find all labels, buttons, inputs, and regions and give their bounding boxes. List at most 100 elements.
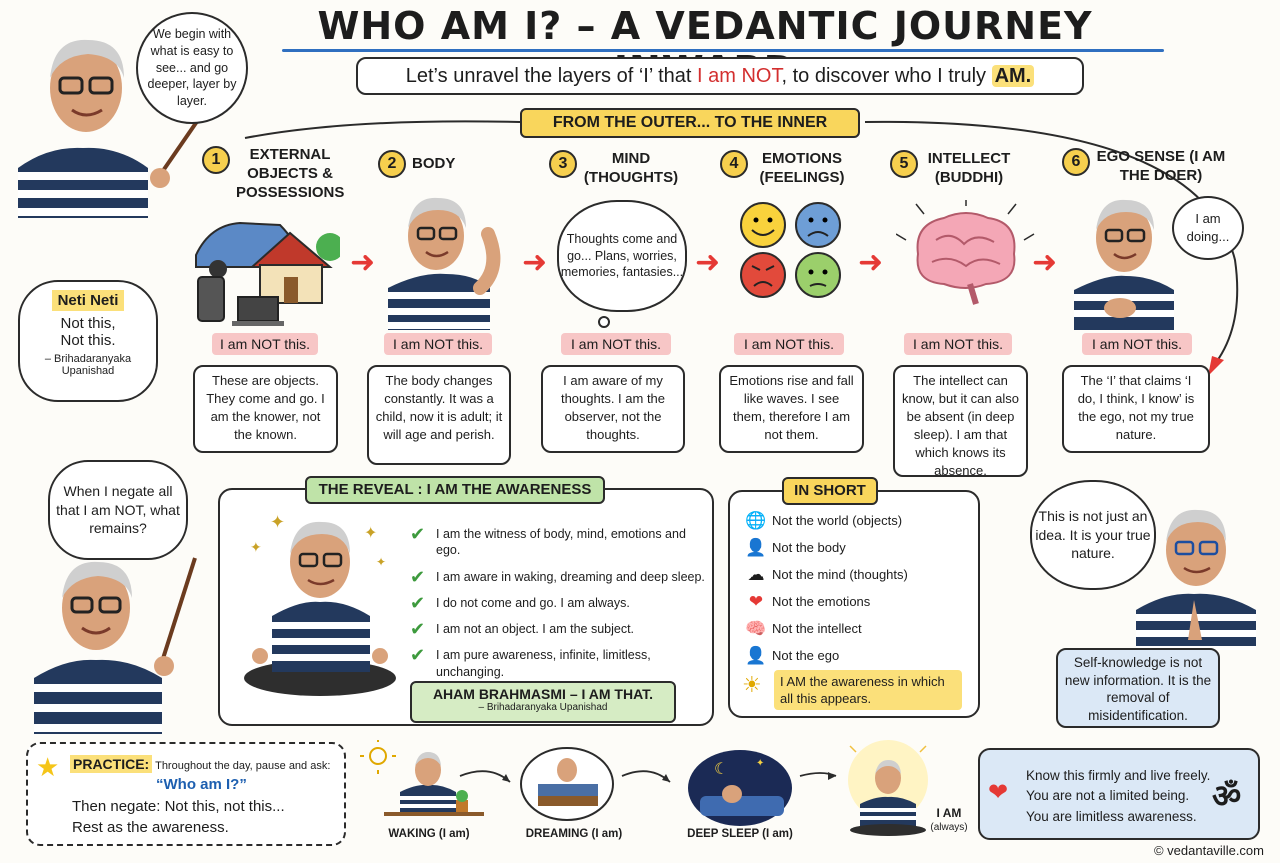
happy-face-icon [740, 202, 786, 248]
step-1-description: These are objects. They come and go. I a… [193, 365, 338, 453]
checkmark-icon: ✔ [410, 592, 426, 613]
cloud-icon: ☁ [747, 564, 765, 584]
in-short-text: Not the world (objects) [772, 513, 903, 528]
mantra-box: AHAM BRAHMASMI – I AM THAT. – Brihadaran… [410, 681, 676, 723]
practice-box [26, 742, 346, 846]
svg-text:✦: ✦ [270, 512, 285, 532]
not-this-label-6: I am NOT this. [1082, 333, 1192, 355]
emotions-illustration [740, 202, 841, 298]
body-flexing-illustration [388, 197, 501, 330]
reveal-item: ✔I am aware in waking, dreaming and deep… [410, 567, 710, 587]
step-5-number: 5 [890, 150, 918, 178]
not-this-label-2: I am NOT this. [384, 333, 492, 355]
subtitle-part: Let’s unravel the layers of ‘I’ that [405, 65, 698, 87]
always-label: (always) [930, 822, 968, 833]
reveal-item-text: I do not come and go. I am always. [436, 595, 630, 610]
in-short-text: Not the mind (thoughts) [772, 567, 908, 582]
in-short-text: Not the ego [772, 648, 840, 663]
waking-label: WAKING (I am) [388, 828, 470, 840]
i-am-label: I AM [936, 806, 962, 820]
step-5-title: INTELLECT (BUDDHI) [927, 150, 1011, 186]
deep-sleep-scene: ☾ ✦ [688, 750, 792, 826]
namaste-person-illustration [1136, 509, 1256, 650]
intro-speech-bubble: We begin with what is easy to see... and… [136, 12, 248, 124]
step-6-title: EGO SENSE (I AM THE DOER) [1096, 148, 1226, 184]
brain-small-icon: 🧠 [745, 618, 767, 638]
arrow-right-icon: ➜ [1032, 246, 1058, 279]
dreaming-label: DREAMING (I am) [525, 828, 623, 840]
subtitle-highlight-not: I am NOT [697, 65, 782, 87]
step-1-title: EXTERNAL OBJECTS & POSSESSIONS [236, 146, 345, 201]
closing-line: Know this firmly and live freely. [1026, 768, 1211, 783]
deep-sleep-label: DEEP SLEEP (I am) [687, 828, 793, 840]
not-this-label-3: I am NOT this. [561, 333, 671, 355]
reveal-item-text: I am not an object. I am the subject. [436, 622, 635, 636]
step-2-title: BODY [412, 155, 456, 172]
possessions-illustration [195, 221, 340, 326]
checkmark-icon: ✔ [410, 645, 426, 666]
laptop-icon [237, 296, 279, 322]
svg-text:☾: ☾ [714, 761, 728, 778]
reveal-item: ✔ I am pure awareness, infinite, limitles… [410, 645, 710, 680]
practice-intro: PRACTICE: Throughout the day, pause and … [70, 755, 342, 773]
step-5-header: 5 INTELLECT (BUDDHI) [890, 150, 1060, 188]
step-1-number: 1 [202, 146, 230, 174]
neti-line2: Not this. [60, 332, 116, 349]
thought-cloud: Thoughts come and go... Plans, worries, … [557, 200, 687, 312]
self-knowledge-box: Self-knowledge is not new information. I… [1056, 648, 1220, 728]
in-short-title: IN SHORT [782, 477, 878, 505]
neti-neti-bubble: Neti Neti Not this, Not this. – Brihadar… [18, 280, 158, 402]
reveal-item-text: I am the witness of body, mind, emotions… [436, 527, 686, 558]
meditating-person-illustration: ✦✦ ✦✦ [244, 512, 396, 696]
closing-box [978, 748, 1260, 840]
svg-text:✦: ✦ [250, 539, 262, 555]
negate-speech-bubble: When I negate all that I am NOT, what re… [48, 460, 188, 560]
sun-icon: ☀ [742, 672, 762, 697]
globe-icon: 🌐 [745, 510, 767, 530]
neti-title: Neti Neti [51, 290, 125, 311]
practice-text: Throughout the day, pause and ask: [155, 760, 331, 772]
step-3-number: 3 [549, 150, 577, 178]
not-this-label-1: I am NOT this. [212, 333, 318, 355]
grey-hair [50, 39, 124, 78]
neti-line1: Not this, [60, 315, 116, 332]
arrow-right-icon: ➜ [522, 246, 548, 279]
in-short-list: 🌐 Not the world (objects) 👤 Not the body ☁… [740, 507, 972, 669]
neti-source: – Brihadaranyaka Upanishad [44, 353, 132, 377]
in-short-final: I AM the awareness in which all this app… [774, 670, 962, 710]
copyright: © vedantaville.com [1153, 843, 1264, 858]
outer-to-inner-banner: FROM THE OUTER... TO THE INNER [520, 108, 860, 138]
teacher-pointing-illustration-lower [34, 557, 197, 734]
svg-text:✦: ✦ [364, 525, 377, 542]
ego-icon: 👤 [745, 645, 767, 665]
practice-label: PRACTICE: [70, 755, 153, 773]
worried-face-icon [795, 252, 841, 298]
arrow-right-icon: ➜ [350, 246, 376, 279]
step-6-description: The ‘I’ that claims ‘I do, I think, I kn… [1062, 365, 1210, 453]
in-short-item: 🌐 Not the world (objects) [740, 507, 972, 534]
praying-hands [1188, 600, 1202, 640]
reveal-item: ✔I am the witness of body, mind, emotion… [410, 524, 710, 559]
pointer-stick [156, 118, 198, 180]
angry-face-icon [740, 252, 786, 298]
striped-shirt [18, 147, 148, 218]
brain-icon [896, 200, 1035, 305]
in-short-text: Not the body [772, 540, 846, 555]
face [50, 44, 122, 132]
reveal-item-text: I am pure awareness, infinite, limitless… [436, 648, 651, 679]
ego-person-illustration [1074, 199, 1174, 330]
checkmark-icon: ✔ [410, 566, 426, 587]
practice-line2: Then negate: Not this, not this... [72, 798, 285, 815]
reveal-item: ✔ I do not come and go. I am always. [410, 593, 710, 613]
ego-thought-bubble: I am doing... [1172, 196, 1244, 260]
closing-line: You are not a limited being. [1026, 788, 1190, 804]
subtitle-part: , to discover who I truly [781, 65, 992, 87]
mantra-source: – Brihadaranyaka Upanishad [478, 702, 608, 713]
sad-face-icon [795, 202, 841, 248]
flexing-arm [473, 227, 501, 295]
in-short-item: ❤Not the emotions [740, 588, 972, 615]
reveal-title: THE REVEAL : I AM THE AWARENESS [305, 476, 605, 504]
